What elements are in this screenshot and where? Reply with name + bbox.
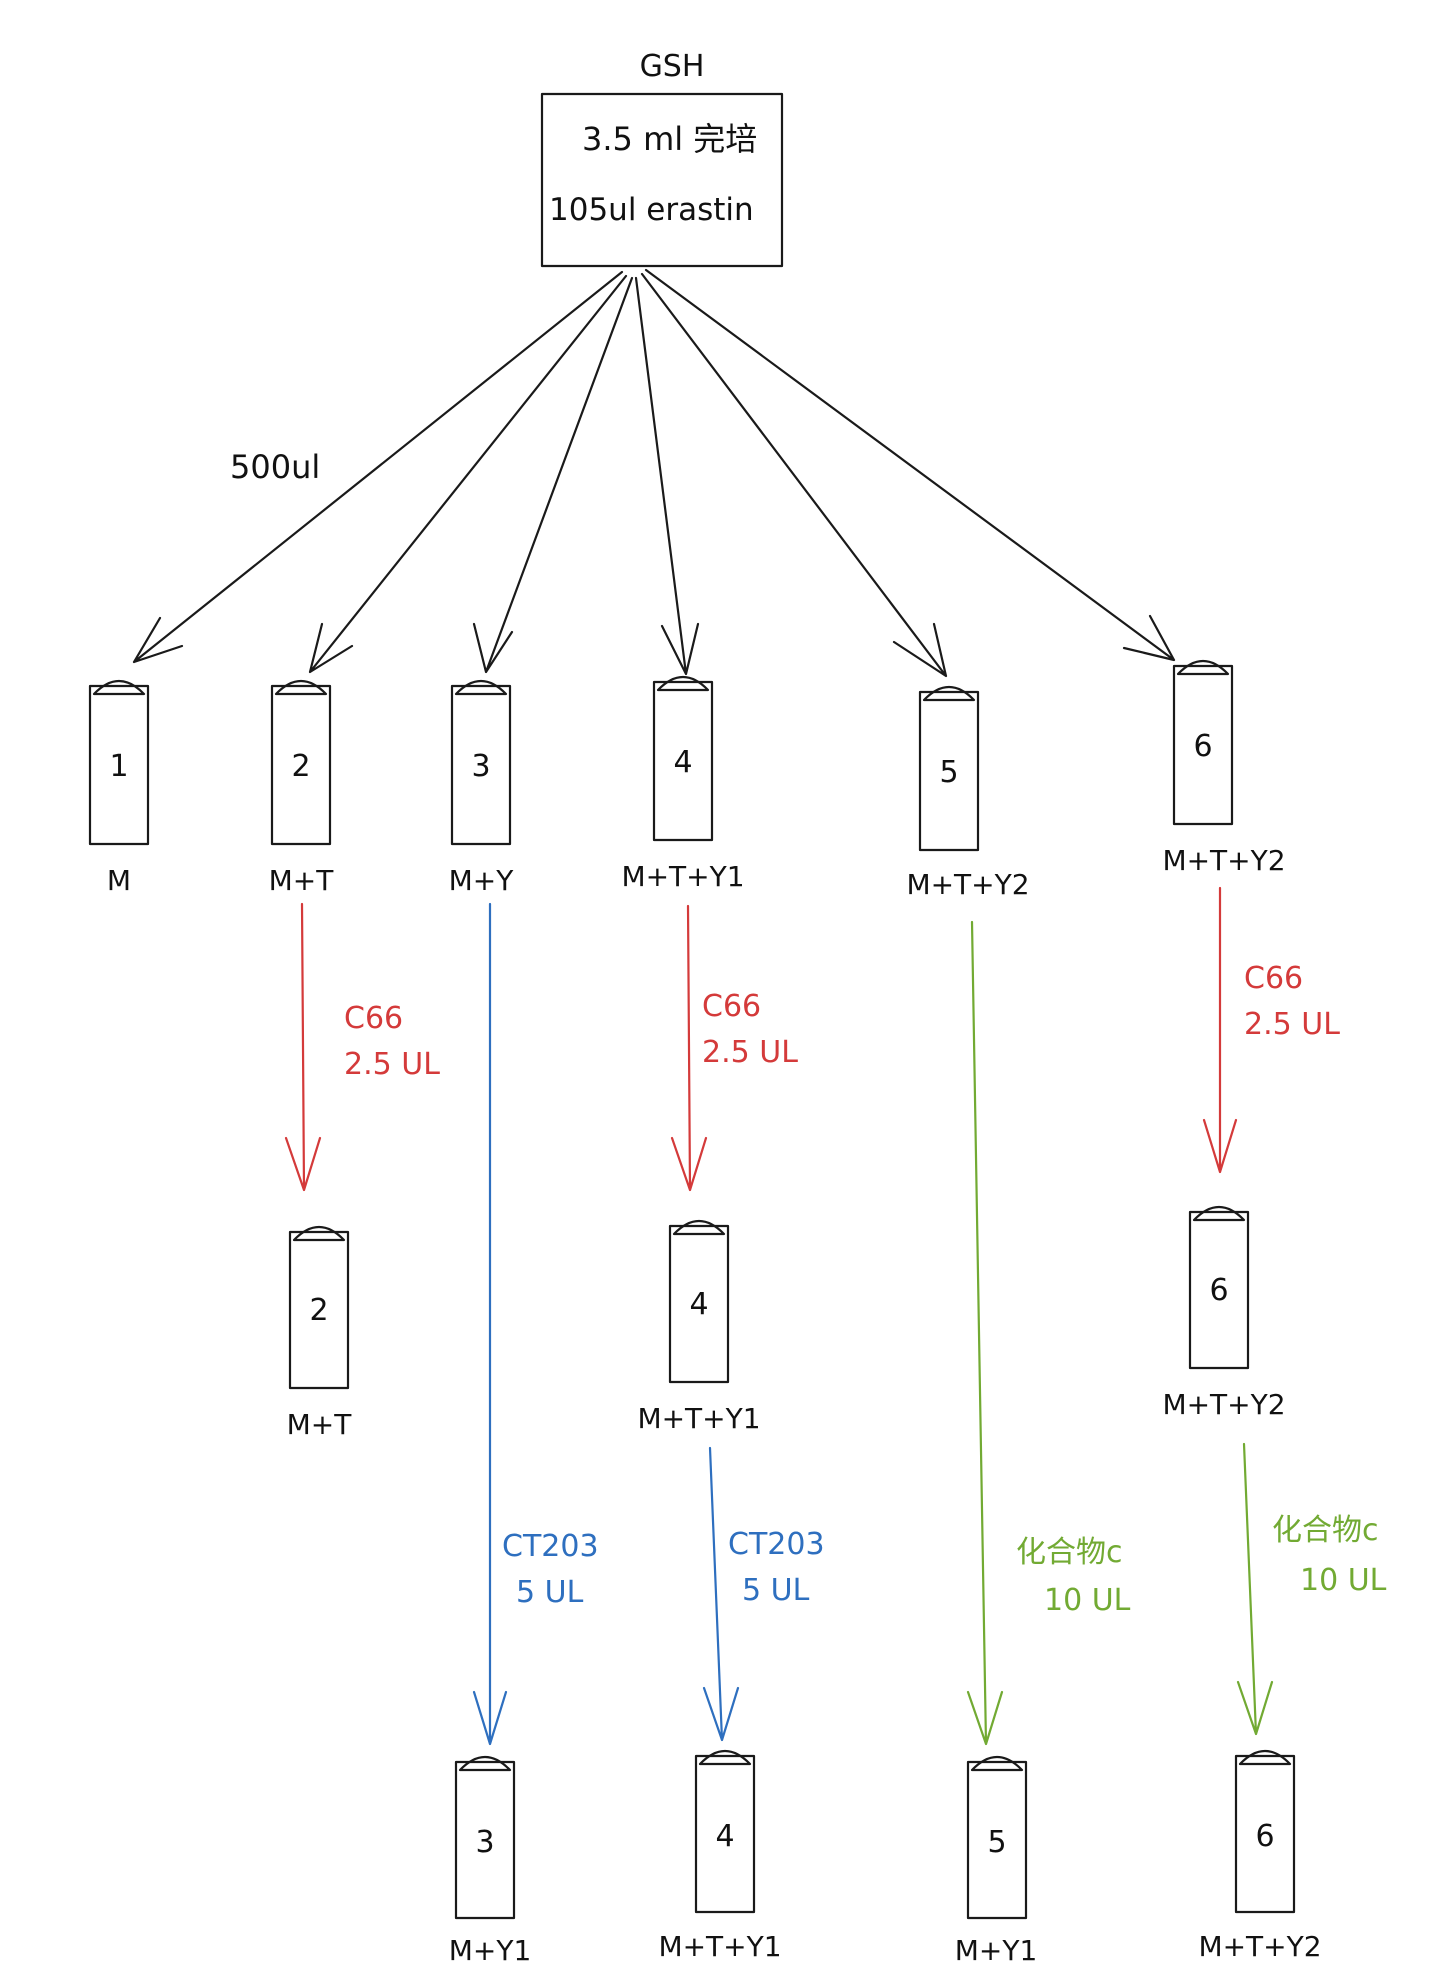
c66-arrow-tube-4: [670, 904, 708, 1192]
c66-additions: C66 2.5 UL C66 2.5 UL C66 2.5 UL: [284, 886, 1340, 1192]
arrow-to-tube-5: [640, 272, 948, 678]
compound-c-name: 化合物c: [1016, 1535, 1123, 1570]
compound-c-amount: 10 UL: [1300, 1563, 1387, 1598]
source-title: GSH: [640, 49, 705, 84]
tube-label: M+Y1: [449, 1934, 532, 1967]
tube-row-3: 3 M+Y1 4 M+T+Y1 5 M+Y1 6 M+T+Y2: [449, 1750, 1322, 1967]
tube-3-final: 3 M+Y1: [449, 1756, 532, 1967]
tube-2: 2 M+T: [269, 680, 335, 897]
tube-5-final: 5 M+Y1: [955, 1756, 1038, 1967]
aliquot-volume-label: 500ul: [230, 448, 320, 486]
tube-label: M+Y: [449, 864, 515, 897]
ct203-arrow-tube-3: [472, 902, 508, 1746]
c66-name: C66: [702, 989, 761, 1024]
tube-number: 6: [1209, 1273, 1228, 1308]
compound-c-arrow-tube-6: [1236, 1442, 1274, 1736]
arrow-to-tube-6: [644, 268, 1176, 662]
tube-6-after-c66: 6 M+T+Y2: [1162, 1206, 1286, 1421]
tube-number: 3: [471, 749, 490, 784]
ct203-arrow-tube-4: [702, 1446, 740, 1742]
c66-amount: 2.5 UL: [702, 1035, 798, 1070]
tube-row-2: 2 M+T 4 M+T+Y1 6 M+T+Y2: [287, 1206, 1286, 1441]
compound-c-name: 化合物c: [1272, 1513, 1379, 1548]
tube-5: 5 M+T+Y2: [906, 686, 1030, 901]
tube-number: 2: [309, 1293, 328, 1328]
tube-number: 6: [1193, 729, 1212, 764]
tube-4-after-c66: 4 M+T+Y1: [637, 1220, 761, 1435]
tube-number: 5: [987, 1825, 1006, 1860]
tube-number: 4: [673, 745, 692, 780]
c66-arrow-tube-6: [1202, 886, 1238, 1174]
compound-c-additions: 化合物c 10 UL 化合物c 10 UL: [966, 920, 1387, 1746]
c66-name: C66: [1244, 961, 1303, 996]
tube-2-after-c66: 2 M+T: [287, 1226, 353, 1441]
tube-number: 4: [689, 1287, 708, 1322]
tube-label: M+T+Y1: [621, 860, 744, 893]
compound-c-arrow-tube-5: [966, 920, 1004, 1746]
tube-number: 1: [109, 749, 128, 784]
tube-number: 3: [475, 1825, 494, 1860]
tube-label: M+T+Y2: [1198, 1930, 1321, 1963]
arrow-to-tube-3: [472, 276, 634, 674]
tube-label: M+T+Y2: [906, 868, 1029, 901]
c66-name: C66: [344, 1001, 403, 1036]
tube-number: 5: [939, 755, 958, 790]
c66-amount: 2.5 UL: [344, 1047, 440, 1082]
tube-number: 4: [715, 1819, 734, 1854]
tube-4-final: 4 M+T+Y1: [658, 1750, 782, 1963]
tube-6-final: 6 M+T+Y2: [1198, 1750, 1322, 1963]
tube-row-1: 1 M 2 M+T 3 M+Y 4 M+T+Y1 5 M+T+Y2: [88, 660, 1286, 901]
ct203-additions: CT203 5 UL CT203 5 UL: [472, 902, 825, 1746]
tube-number: 2: [291, 749, 310, 784]
c66-arrow-tube-2: [284, 902, 322, 1192]
arrow-to-tube-4: [634, 276, 700, 676]
ct203-amount: 5 UL: [742, 1573, 810, 1608]
tube-6: 6 M+T+Y2: [1162, 660, 1286, 877]
tube-label: M+T+Y1: [658, 1930, 781, 1963]
tube-label: M+T: [269, 864, 335, 897]
compound-c-amount: 10 UL: [1044, 1583, 1131, 1618]
tube-1: 1 M: [88, 680, 150, 897]
tube-label: M+T+Y1: [637, 1402, 760, 1435]
ct203-name: CT203: [502, 1529, 599, 1564]
distribution-arrows: [132, 268, 1176, 678]
source-medium-volume: 3.5 ml 完培: [582, 120, 757, 158]
ct203-name: CT203: [728, 1527, 825, 1562]
tube-label: M+Y1: [955, 1934, 1038, 1967]
tube-label: M+T+Y2: [1162, 1388, 1285, 1421]
arrow-to-tube-1: [132, 270, 624, 664]
source-box: [540, 92, 784, 268]
tube-4: 4 M+T+Y1: [621, 676, 745, 893]
c66-amount: 2.5 UL: [1244, 1007, 1340, 1042]
arrow-to-tube-2: [308, 274, 628, 674]
tube-label: M: [107, 864, 131, 897]
tube-label: M+T: [287, 1408, 353, 1441]
source-erastin-volume: 105ul erastin: [549, 192, 754, 228]
tube-label: M+T+Y2: [1162, 844, 1285, 877]
tube-number: 6: [1255, 1819, 1274, 1854]
tube-3: 3 M+Y: [449, 680, 515, 897]
ct203-amount: 5 UL: [516, 1575, 584, 1610]
